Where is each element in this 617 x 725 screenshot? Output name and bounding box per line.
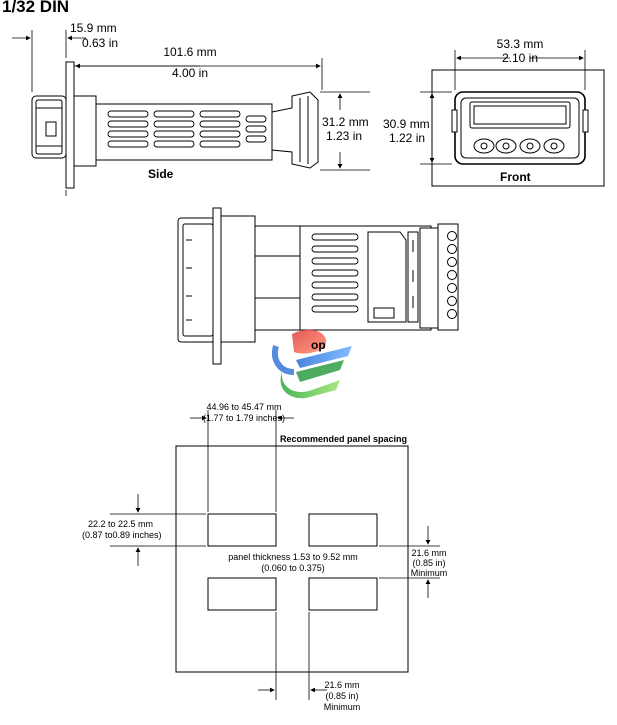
cutout-bottom-left — [207, 577, 277, 611]
vertical-spacing-mm: 21.6 mm — [411, 548, 447, 558]
side-depth-in: 0.63 in — [82, 36, 119, 50]
front-height-mm: 30.9 mm — [383, 117, 430, 131]
vertical-spacing-in: (0.85 in) — [412, 558, 446, 568]
side-height-mm: 31.2 mm — [322, 115, 369, 129]
vertical-spacing-min: Minimum — [410, 568, 448, 578]
side-height-in: 1.23 in — [326, 129, 363, 143]
horizontal-spacing-in: (0.85 in) — [325, 691, 359, 701]
watermark-logo — [272, 329, 352, 399]
panel-thickness-in: (0.060 to 0.375) — [261, 563, 325, 573]
front-view-label: Front — [500, 170, 531, 184]
cutout-height-mm: 22.2 to 22.5 mm — [88, 519, 154, 529]
cutout-width-mm: 44.96 to 45.47 mm — [206, 402, 282, 412]
front-dimension-lines — [420, 50, 586, 165]
side-length-mm: 101.6 mm — [163, 45, 217, 59]
panel-outline — [175, 445, 409, 673]
front-width-mm: 53.3 mm — [496, 37, 544, 51]
cutout-top-right — [308, 513, 378, 547]
front-height-in: 1.22 in — [389, 131, 426, 145]
cutout-height-in: (0.87 to0.89 inches) — [82, 530, 162, 540]
cutout-bottom-right — [308, 577, 378, 611]
side-dimension-lines — [12, 30, 370, 196]
panel-thickness-mm: panel thickness 1.53 to 9.52 mm — [228, 552, 358, 562]
side-view — [31, 61, 319, 189]
front-width-in: 2.10 in — [501, 51, 539, 65]
side-view-label: Side — [148, 167, 174, 181]
top-view-label: op — [311, 338, 326, 352]
side-length-in: 4.00 in — [171, 66, 209, 80]
horizontal-spacing-mm: 21.6 mm — [324, 680, 360, 690]
horizontal-spacing-min: Minimum — [323, 702, 361, 712]
panel-dimension-lines — [110, 410, 440, 700]
page-title: 1/32 DIN — [2, 0, 70, 16]
cutout-top-left — [207, 513, 277, 547]
front-view — [431, 69, 605, 187]
side-depth-mm: 15.9 mm — [70, 21, 117, 35]
top-view — [177, 207, 459, 365]
panel-spacing-heading: Recommended panel spacing — [280, 434, 408, 444]
cutout-width-in: (1.77 to 1.79 inches) — [202, 413, 286, 423]
